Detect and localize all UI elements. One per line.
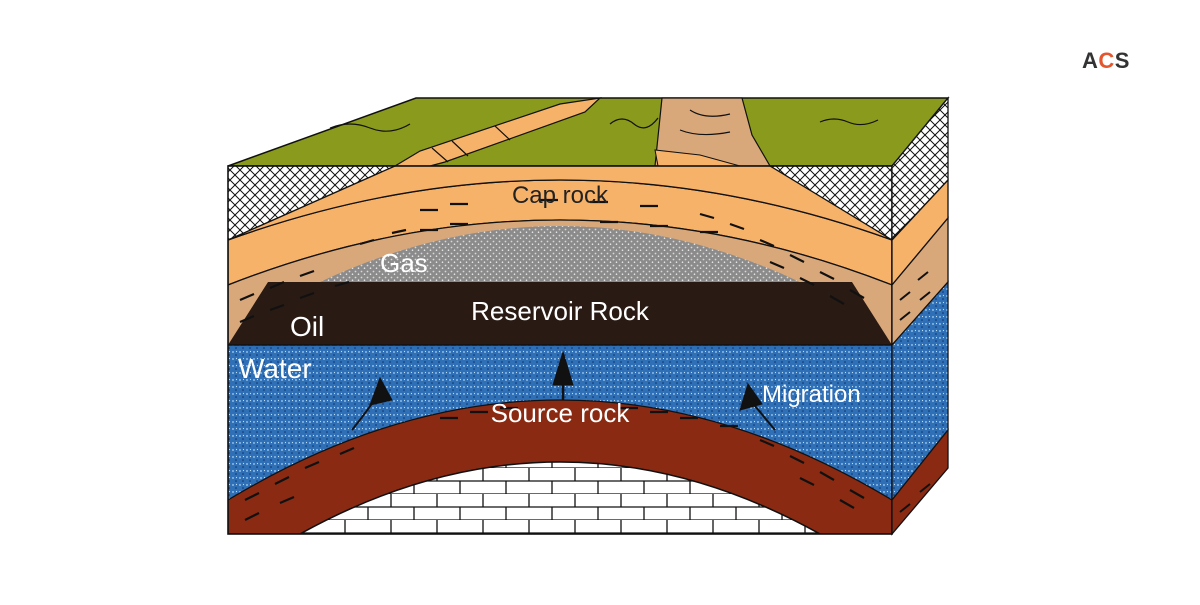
label-source-rock: Source rock bbox=[491, 398, 631, 428]
label-water: Water bbox=[238, 353, 312, 384]
migration-arrow-right bbox=[739, 382, 763, 411]
side-face bbox=[891, 96, 949, 536]
front-face bbox=[228, 166, 892, 534]
migration-arrows bbox=[351, 350, 776, 431]
cap-dashes bbox=[239, 198, 865, 324]
logo-letter-a: A bbox=[1082, 48, 1099, 73]
label-cap-rock: Cap rock bbox=[512, 182, 609, 209]
label-reservoir-rock: Reservoir Rock bbox=[471, 296, 650, 326]
migration-arrow-center bbox=[552, 350, 574, 386]
surface-contours bbox=[329, 109, 879, 163]
oil-zone bbox=[228, 282, 892, 345]
acs-logo: ACS bbox=[1082, 48, 1130, 74]
label-migration: Migration bbox=[762, 381, 861, 408]
logo-letter-s: S bbox=[1114, 48, 1130, 73]
logo-letter-c: C bbox=[1098, 48, 1115, 73]
label-oil: Oil bbox=[290, 311, 324, 342]
label-gas: Gas bbox=[380, 248, 428, 278]
source-dashes bbox=[244, 406, 865, 521]
migration-arrow-left bbox=[369, 376, 393, 406]
limestone-dome bbox=[298, 461, 822, 534]
gas-zone bbox=[320, 226, 800, 282]
